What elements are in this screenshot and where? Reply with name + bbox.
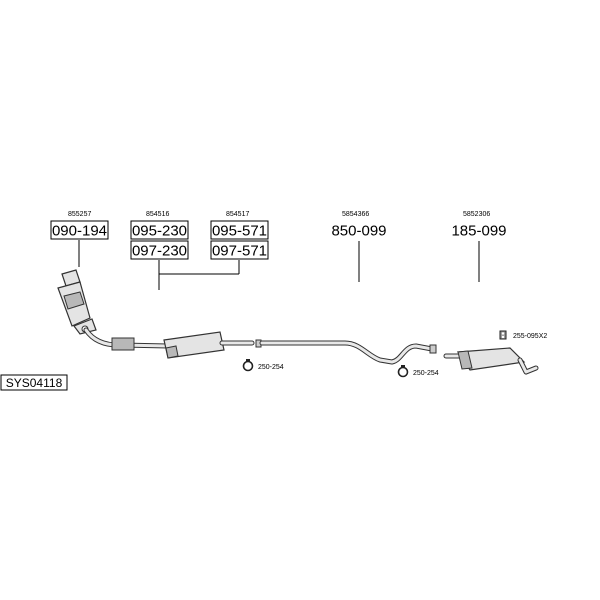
part-ref-5852306: 5852306 (463, 211, 490, 218)
part-code-850-099[interactable]: 850-099 (331, 223, 386, 240)
middle-muffler-icon (163, 331, 255, 359)
part-code-097-571[interactable]: 097-571 (210, 240, 269, 260)
accessory-clamp-1[interactable]: 250-254 (242, 359, 284, 372)
catalytic-converter-icon (57, 269, 97, 335)
system-code-box (0, 374, 68, 391)
part-code-095-571[interactable]: 095-571 (210, 220, 269, 240)
part-code-label: 090-194 (52, 223, 107, 240)
system-code-badge: SYS04118 (0, 374, 68, 391)
part-code-label: 097-571 (212, 243, 267, 260)
accessory-code: 250-254 (413, 370, 439, 377)
part-code-box (210, 220, 269, 240)
part-code-097-230[interactable]: 097-230 (130, 240, 189, 260)
part-code-label: 095-571 (212, 223, 267, 240)
part-code-185-099[interactable]: 185-099 (451, 223, 506, 240)
part-ref-5854366: 5854366 (342, 211, 369, 218)
clamp-icon (397, 365, 409, 378)
rear-muffler-icon (443, 347, 539, 375)
part-ref-854516: 854516 (146, 211, 169, 218)
intermediate-pipe-icon (255, 339, 437, 365)
accessory-clamp-2[interactable]: 250-254 (397, 365, 439, 378)
accessory-code: 255-095X2 (513, 333, 547, 340)
clamp-icon (242, 359, 254, 372)
part-code-label: 095-230 (132, 223, 187, 240)
part-ref-854517: 854517 (226, 211, 249, 218)
accessory-code: 250-254 (258, 364, 284, 371)
part-code-box (50, 220, 109, 240)
part-code-box (130, 220, 189, 240)
system-code: SYS04118 (6, 376, 63, 390)
rubber-mount-icon (499, 330, 507, 340)
part-ref-855257: 855257 (68, 211, 91, 218)
front-pipe-icon (83, 327, 171, 351)
part-code-095-230[interactable]: 095-230 (130, 220, 189, 240)
part-code-label: 097-230 (132, 243, 187, 260)
accessory-rubber-mount[interactable]: 255-095X2 (499, 330, 547, 340)
part-code-090-194[interactable]: 090-194 (50, 220, 109, 240)
part-code-box (210, 240, 269, 260)
part-code-box (130, 240, 189, 260)
